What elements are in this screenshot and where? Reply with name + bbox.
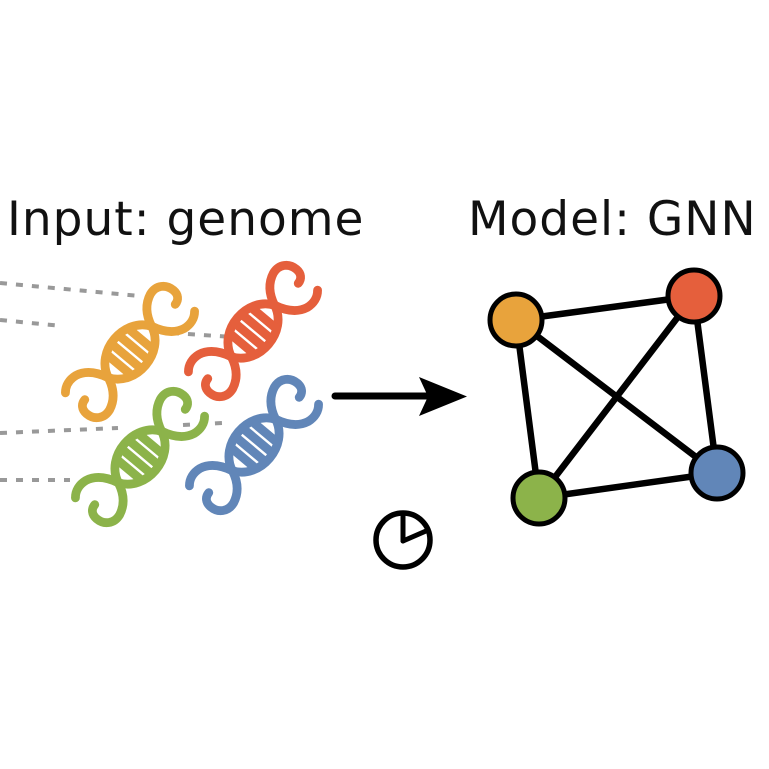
right-panel-title: Model: GNN (468, 192, 757, 247)
clock-icon (373, 510, 433, 570)
graph-node-blue (688, 444, 746, 502)
dotted-line-1 (0, 281, 141, 298)
dna-helix-green-icon (70, 382, 209, 533)
dna-helix-orange-icon (60, 277, 199, 428)
dotted-line-2 (0, 318, 249, 340)
gnn-graph-nodes (487, 267, 746, 527)
graph-edge-red-blue (690, 292, 721, 477)
graph-edge-orange-red (512, 292, 698, 324)
graph-node-green (510, 469, 568, 527)
right-arrow-icon (331, 377, 467, 416)
graph-edge-green-blue (535, 469, 721, 502)
graph-node-orange (487, 291, 545, 349)
clock-hour-hand (400, 528, 429, 544)
arrow-head (419, 377, 467, 416)
gnn-graph-edges (512, 292, 721, 502)
graph-edge-red-green (535, 292, 698, 502)
graph-edge-orange-green (512, 316, 543, 502)
left-panel-title: Input: genome (7, 192, 365, 247)
graph-node-red (665, 267, 723, 325)
